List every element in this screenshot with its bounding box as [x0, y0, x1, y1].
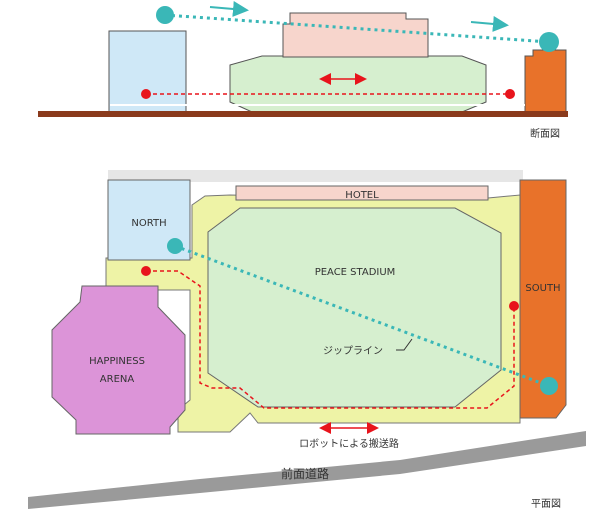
- plan-front-road-label: 前面道路: [281, 466, 329, 481]
- plan-shadow: [108, 170, 523, 182]
- section-zipline-end: [539, 32, 559, 52]
- plan-robot-end: [509, 301, 519, 311]
- plan-arena: [51, 285, 186, 435]
- plan-robot-route-label: ロボットによる搬送路: [299, 437, 399, 450]
- section-ground: [38, 111, 568, 117]
- section-hotel: [282, 12, 429, 58]
- section-view: 断面図: [38, 1, 568, 140]
- plan-robot-route: [146, 270, 515, 409]
- plan-hotel: [235, 185, 489, 201]
- plan-robot-start: [141, 266, 151, 276]
- plan-zipline-start: [167, 238, 183, 254]
- plan-south-label: SOUTH: [525, 283, 560, 294]
- section-robot-end: [505, 89, 515, 99]
- section-stadium: [229, 55, 487, 113]
- plan-caption: 平面図: [531, 498, 561, 510]
- section-south-building: [524, 49, 567, 114]
- plan-view: HOTEL NORTH PEACE STADIUM SOUTH HAPPINES…: [28, 170, 586, 510]
- plan-zipline-end: [540, 377, 558, 395]
- plan-north-label: NORTH: [131, 218, 166, 229]
- section-zipline-start: [156, 6, 174, 24]
- plan-zipline-label: ジップライン: [323, 345, 383, 357]
- section-zipline-arrow-2: [470, 15, 509, 32]
- plan-south: [519, 179, 567, 419]
- section-zipline: [164, 13, 550, 44]
- section-zipline-arrow-1: [209, 1, 249, 17]
- plan-stadium: [207, 207, 502, 408]
- plan-hotel-label: HOTEL: [345, 190, 379, 201]
- section-caption: 断面図: [530, 127, 560, 140]
- plan-arena-label-line1: HAPPINESS: [89, 356, 145, 367]
- plan-stadium-label: PEACE STADIUM: [315, 267, 396, 278]
- section-north-building: [108, 30, 187, 114]
- plan-arena-label-line2: ARENA: [100, 374, 135, 385]
- section-robot-start: [141, 89, 151, 99]
- plan-front-road: [28, 431, 586, 509]
- plan-zipline-leader: [396, 338, 413, 351]
